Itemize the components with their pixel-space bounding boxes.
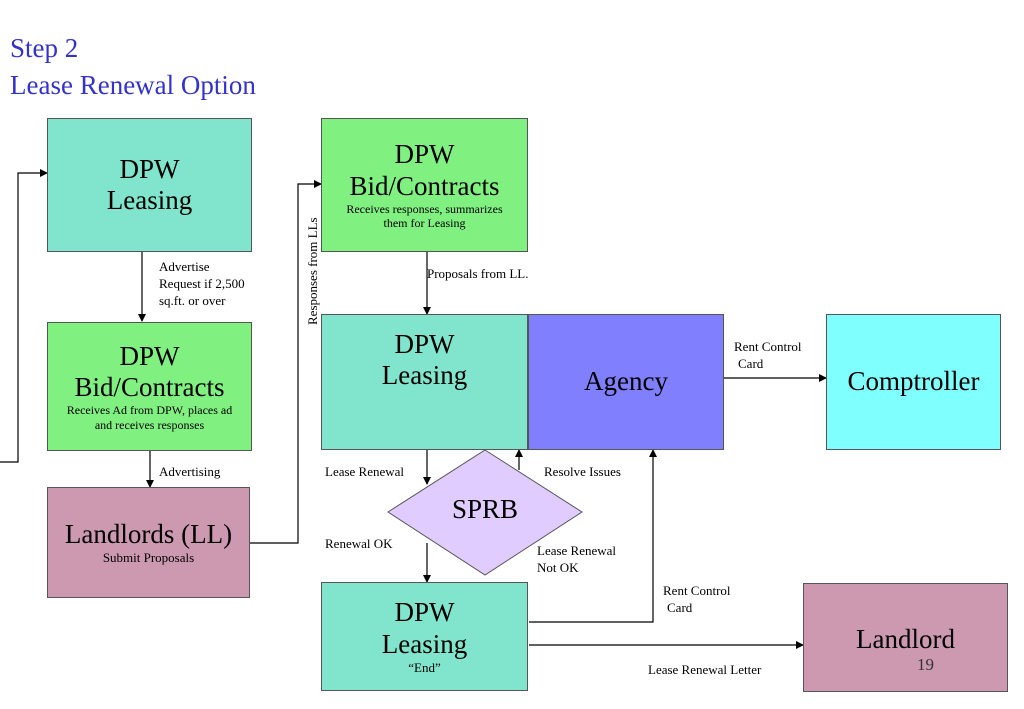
landlords-box: Landlords (LL) Submit Proposals bbox=[47, 487, 250, 598]
resolve-issues-label: Resolve Issues bbox=[544, 464, 621, 479]
dpw-leasing-box-2: DPW Leasing bbox=[321, 314, 528, 450]
rent-control-card-label-2: Rent Control Card bbox=[663, 583, 731, 615]
box-label-line1: Landlords (LL) bbox=[64, 519, 233, 550]
bid-contracts-box-1: DPW Bid/Contracts Receives Ad from DPW, … bbox=[47, 322, 252, 451]
box-label-line1: DPW bbox=[394, 139, 455, 170]
box-sub-line1: Submit Proposals bbox=[102, 550, 195, 566]
rent-card-arrow-2 bbox=[529, 449, 657, 623]
landlord-box: Landlord bbox=[803, 583, 1008, 692]
lease-renewal-label: Lease Renewal bbox=[325, 464, 405, 479]
box-label-line1: Landlord bbox=[856, 624, 955, 654]
responses-from-lls-label: Responses from LLs bbox=[305, 217, 320, 325]
box-sub-line1: Receives Ad from DPW, places ad bbox=[66, 403, 233, 418]
box-sub-line2: and receives responses bbox=[94, 417, 205, 432]
sprb-diamond bbox=[387, 449, 583, 576]
box-sub-line1: “End” bbox=[408, 660, 441, 676]
box-sub-line1: Receives responses, summarizes bbox=[346, 201, 503, 216]
box-label-line1: DPW bbox=[394, 329, 455, 359]
rent-control-card-label-1: Rent Control Card bbox=[734, 339, 802, 371]
box-label-line1: DPW bbox=[119, 340, 180, 371]
page-number: 19 bbox=[917, 655, 934, 674]
box-label-line2: Bid/Contracts bbox=[349, 170, 500, 201]
sprb-label: SPRB bbox=[451, 494, 519, 524]
lease-renewal-not-ok-label: Lease Renewal Not OK bbox=[537, 543, 617, 575]
advertising-label: Advertising bbox=[159, 464, 221, 479]
proposals-from-ll-label: Proposals from LL. bbox=[427, 266, 529, 281]
comptroller-box: Comptroller bbox=[826, 314, 1001, 450]
dpw-leasing-box-1: DPW Leasing bbox=[47, 118, 252, 252]
agency-box: Agency bbox=[528, 314, 724, 450]
feedback-line bbox=[0, 169, 48, 463]
diagram-title: Lease Renewal Option bbox=[10, 70, 256, 100]
advertise-request-label: Advertise Request if 2,500 sq.ft. or ove… bbox=[159, 259, 245, 308]
dpw-leasing-box-3: DPW Leasing “End” bbox=[321, 582, 528, 691]
box-label-line2: Leasing bbox=[381, 628, 468, 659]
box-sub-line2: them for Leasing bbox=[383, 216, 466, 231]
lease-renewal-letter-label: Lease Renewal Letter bbox=[648, 662, 762, 677]
renewal-ok-label: Renewal OK bbox=[325, 536, 393, 551]
step-title: Step 2 bbox=[10, 33, 79, 63]
box-label-line2: Bid/Contracts bbox=[74, 372, 225, 403]
box-label-line1: DPW bbox=[119, 153, 180, 184]
box-label-line1: DPW bbox=[394, 597, 455, 628]
box-label-line1: Comptroller bbox=[847, 366, 980, 397]
bid-contracts-box-2: DPW Bid/Contracts Receives responses, su… bbox=[321, 118, 528, 252]
box-label-line2: Leasing bbox=[381, 360, 468, 391]
box-label-line2: Leasing bbox=[106, 185, 193, 215]
responses-arrow bbox=[250, 180, 322, 544]
box-label-line1: Agency bbox=[584, 366, 668, 397]
